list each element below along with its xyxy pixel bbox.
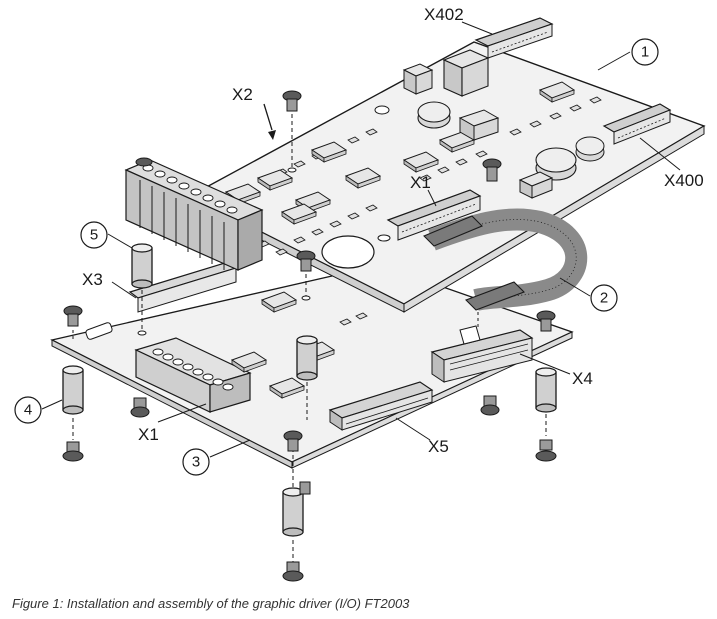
upper-board-x1-connector bbox=[386, 189, 482, 241]
lower-board-components bbox=[85, 291, 368, 399]
standoff-bottom-center bbox=[282, 430, 304, 582]
callout-2: 2 bbox=[590, 284, 618, 312]
standoff-under-bottom-1 bbox=[130, 395, 500, 495]
leader-lines bbox=[41, 21, 681, 458]
lower-board-x1-connector bbox=[134, 337, 252, 413]
label-x1-upper: X1 bbox=[410, 173, 431, 192]
upper-board-x402-connector bbox=[474, 17, 554, 59]
lower-board-x5-connector bbox=[328, 381, 434, 431]
svg-text:4: 4 bbox=[24, 402, 32, 419]
screw-center-upper bbox=[296, 250, 316, 301]
label-x1-lower: X1 bbox=[138, 425, 159, 444]
figure-caption: Figure 1: Installation and assembly of t… bbox=[12, 596, 410, 611]
svg-text:1: 1 bbox=[641, 44, 649, 61]
svg-text:3: 3 bbox=[192, 454, 200, 471]
callout-1: 1 bbox=[631, 38, 659, 66]
callout-3: 3 bbox=[182, 448, 210, 476]
screw-x2 bbox=[282, 90, 302, 173]
label-x402: X402 bbox=[424, 5, 464, 24]
assembly-diagram: X402 X2 X1 X400 X3 X4 X1 X5 1 2 3 4 5 bbox=[14, 5, 706, 582]
label-x400: X400 bbox=[664, 171, 704, 190]
label-x5: X5 bbox=[428, 437, 449, 456]
ribbon-cable bbox=[423, 208, 588, 330]
screw-front-left-top bbox=[63, 305, 83, 340]
x2-arrow-icon bbox=[263, 103, 276, 140]
standoff-front-left bbox=[62, 365, 84, 462]
callout-4: 4 bbox=[14, 396, 42, 424]
upper-board-transformer bbox=[402, 49, 490, 97]
screw-right-upper bbox=[482, 158, 502, 182]
lower-board-x4-connector bbox=[430, 325, 534, 383]
label-x4: X4 bbox=[572, 369, 593, 388]
callout-5: 5 bbox=[80, 221, 108, 249]
standoff-x3-left bbox=[131, 243, 153, 336]
standoff-right bbox=[535, 310, 557, 462]
upper-board-coil bbox=[417, 101, 605, 181]
svg-text:2: 2 bbox=[600, 290, 608, 307]
upper-board-terminal-block bbox=[124, 157, 264, 271]
standoff-center bbox=[296, 335, 318, 420]
upper-board-capacitors bbox=[458, 109, 554, 199]
upper-board-x400-connector bbox=[602, 103, 672, 145]
label-x2: X2 bbox=[232, 85, 253, 104]
label-x3: X3 bbox=[82, 270, 103, 289]
svg-text:5: 5 bbox=[90, 227, 98, 244]
